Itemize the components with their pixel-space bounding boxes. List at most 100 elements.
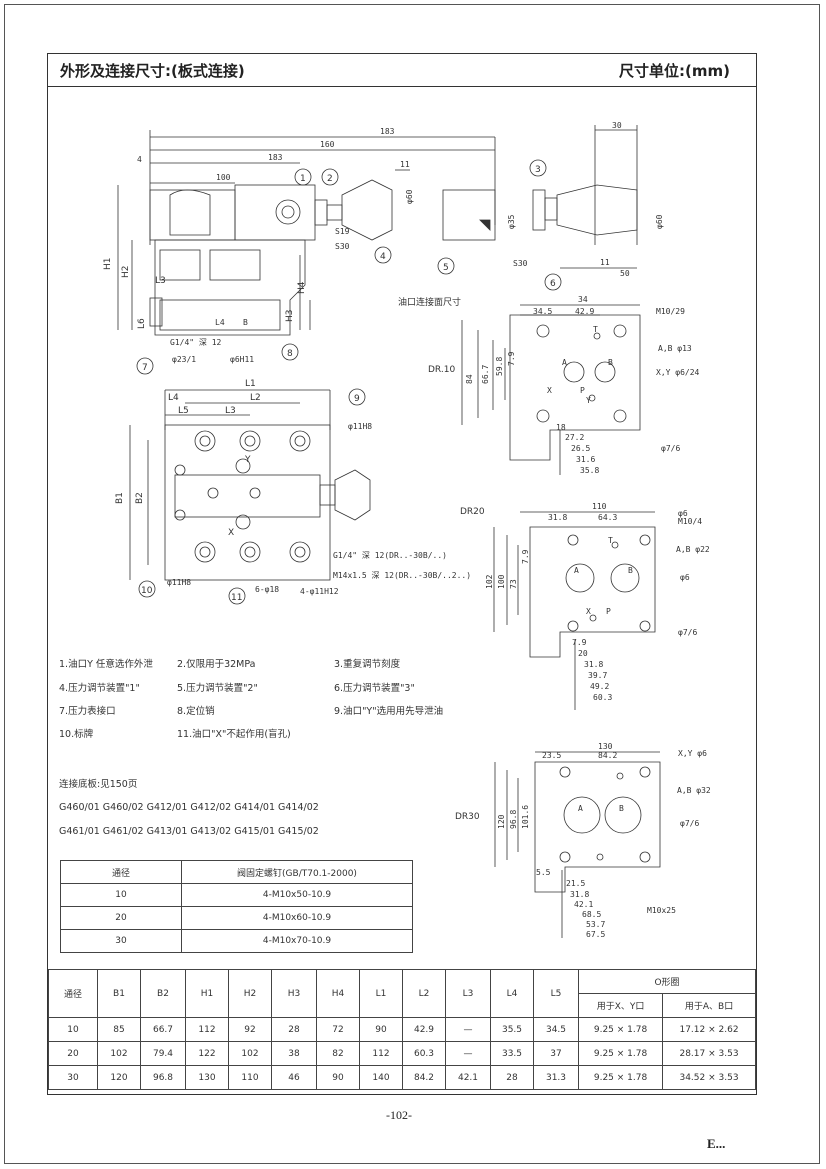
table-cell: 120: [97, 1065, 141, 1090]
callout-6: 6: [550, 279, 556, 289]
bolt-table: 通径 阀固定螺钉(GB/T70.1-2000) 10 4-M10x50-10.9…: [60, 860, 413, 953]
plan-g14: G1/4" 深 12(DR..-30B/..): [333, 551, 447, 560]
table-cell: 38: [271, 1041, 317, 1066]
dr10-dim-6: φ7/6: [661, 444, 680, 453]
label-h4: H4: [297, 281, 307, 294]
adjustment-devices: 30 50 11 φ35 φ60 φ60 S30 3 5 6: [405, 121, 664, 291]
dr20-dim-2: 64.3: [598, 513, 617, 522]
table-cell: 34.5: [533, 1017, 579, 1042]
table-cell: 9.25 × 1.78: [577, 1017, 664, 1042]
table-row: 10 4-M10x50-10.9: [60, 883, 413, 907]
plan-l4: L4: [168, 393, 179, 403]
table-cell: 9.25 × 1.78: [577, 1041, 664, 1066]
table-row: 30 120 96.8 130 110 46 90 140 84.2 42.1 …: [48, 1065, 756, 1090]
header-size: 通径: [48, 969, 98, 1018]
label-h3: H3: [285, 310, 295, 323]
port-face-title: 油口连接面尺寸: [398, 296, 461, 308]
table-cell: 37: [533, 1041, 579, 1066]
port-face-dr10: DR.10 34 34.5 42.9 M10/29 A,B φ13 X,Y φ6…: [428, 295, 700, 475]
header-oring-xy: 用于X、Y口: [577, 993, 664, 1018]
dr30-dim-9: 31.8: [570, 890, 589, 899]
label-s30: S30: [335, 242, 350, 251]
dr10-port-a: A: [562, 358, 567, 367]
plan-l2: L2: [250, 393, 261, 403]
table-cell: 85: [97, 1017, 141, 1042]
label-phi6h11: φ6H11: [230, 355, 254, 364]
page-number: -102-: [386, 1108, 412, 1122]
table-cell: 110: [228, 1065, 272, 1090]
dim-183: 183: [268, 153, 283, 162]
table-cell: 140: [359, 1065, 403, 1090]
plan-b2: B2: [135, 492, 145, 504]
unit-label: 尺寸单位:(mm): [619, 62, 730, 80]
plan-m14: M14x1.5 深 12(DR..-30B/..2..): [333, 571, 471, 580]
dr10-port-p: P: [580, 386, 585, 395]
dim-phi60a: φ60: [405, 189, 414, 204]
table-cell: 20: [60, 906, 182, 930]
table-cell: 10: [48, 1017, 98, 1042]
dim-30: 30: [612, 121, 622, 130]
table-cell: 42.9: [402, 1017, 446, 1042]
note-6: 6.压力调节装置"3": [334, 683, 415, 694]
dr10-dim-4: A,B φ13: [658, 344, 692, 353]
table-cell: —: [445, 1017, 491, 1042]
dr20-port-b: B: [628, 566, 633, 575]
dr20-dim-13: 60.3: [593, 693, 612, 702]
dr30-dim-7: 5.5: [536, 868, 551, 877]
dr30-dim-15: 96.8: [509, 810, 518, 829]
table-cell: 112: [185, 1017, 229, 1042]
plan-b1: B1: [115, 492, 125, 504]
dim-11: 11: [400, 160, 410, 169]
note-9: 9.油口"Y"选用用先导泄油: [334, 706, 444, 717]
table-cell: 72: [316, 1017, 360, 1042]
label-h1: H1: [103, 258, 113, 271]
dim-phi60b: φ60: [655, 214, 664, 229]
note-10: 10.标牌: [59, 729, 94, 740]
label-g14: G1/4" 深 12: [170, 338, 222, 347]
dr20-dim-1: 31.8: [548, 513, 567, 522]
callout-10: 10: [141, 586, 153, 596]
table-cell: 92: [228, 1017, 272, 1042]
table-cell: 42.1: [445, 1065, 491, 1090]
table-cell: 30: [60, 929, 182, 953]
dr10-dim-12: 7.9: [507, 351, 516, 366]
label-phi23: φ23/1: [172, 355, 196, 364]
corner-mark: E...: [707, 1136, 726, 1151]
table-cell: 4-M10x50-10.9: [181, 883, 413, 907]
table-cell: 4-M10x70-10.9: [181, 929, 413, 953]
dr20-name: DR20: [460, 507, 485, 517]
dim-183-top: 183: [380, 127, 395, 136]
dr20-dim-4: M10/4: [678, 517, 702, 526]
dr30-port-a: A: [578, 804, 583, 813]
label-s19: S19: [335, 227, 350, 236]
table-cell: 33.5: [490, 1041, 534, 1066]
table-cell: 28: [490, 1065, 534, 1090]
header-l4: L4: [490, 969, 534, 1018]
dr10-dim-9: 26.5: [571, 444, 590, 453]
header-l1: L1: [359, 969, 403, 1018]
dr30-dim-1: 84.2: [598, 751, 617, 760]
dr30-dim-13: 67.5: [586, 930, 605, 939]
dim-4: 4: [137, 155, 142, 164]
dr10-dim-15: 84: [465, 374, 474, 384]
table-cell: 28: [271, 1017, 317, 1042]
callout-1: 1: [300, 174, 306, 184]
table-cell: 66.7: [140, 1017, 186, 1042]
callout-9: 9: [354, 394, 360, 404]
table-cell: 34.52 × 3.53: [662, 1065, 756, 1090]
dr10-name: DR.10: [428, 365, 455, 375]
label-l4: L4: [215, 318, 225, 327]
bolt-header-size: 通径: [60, 860, 182, 884]
dr20-dim-9: 20: [578, 649, 588, 658]
dr20-port-x: X: [586, 607, 591, 616]
dr10-dim-10: 31.6: [576, 455, 595, 464]
dimension-table: 通径 B1 B2 H1 H2 H3 H4 L1 L2 L3 L4 L5 O形圈 …: [48, 969, 756, 1090]
note-3: 3.重复调节刻度: [334, 659, 401, 670]
dr30-dim-0: 130: [598, 742, 613, 751]
dr20-dim-10: 31.8: [584, 660, 603, 669]
dim-11b: 11: [600, 258, 610, 267]
dr20-dim-3: φ6: [678, 509, 688, 518]
table-row: 10 85 66.7 112 92 28 72 90 42.9 — 35.5 3…: [48, 1017, 756, 1042]
dr10-dim-2: 42.9: [575, 307, 594, 316]
plan-x: X: [228, 528, 234, 538]
